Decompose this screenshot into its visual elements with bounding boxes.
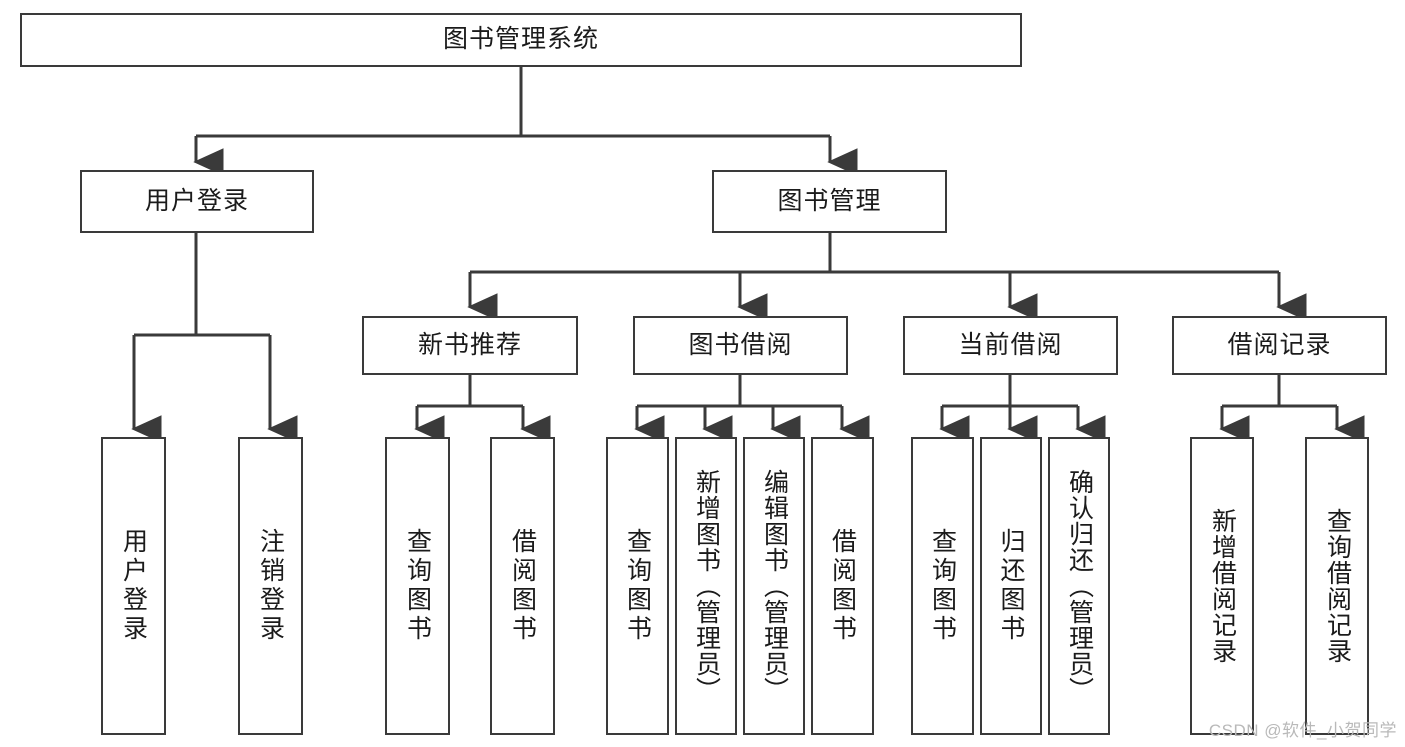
leaf-query-book-1-label: 查询图书 (403, 528, 432, 644)
node-new-book-recommend[interactable]: 新书推荐 (362, 316, 578, 375)
leaf-query-record-label: 查询借阅记录 (1323, 508, 1352, 664)
node-book-borrow[interactable]: 图书借阅 (633, 316, 848, 375)
leaf-add-book-label: 新增图书（管理员） (692, 469, 721, 703)
leaf-return-book[interactable]: 归还图书 (980, 437, 1042, 735)
node-book-borrow-label: 图书借阅 (688, 330, 793, 359)
leaf-query-book-2-label: 查询图书 (623, 528, 652, 644)
csdn-watermark: CSDN @软件_小贺同学 (1208, 721, 1397, 740)
leaf-logout-login[interactable]: 注销登录 (238, 437, 303, 735)
leaf-borrow-book-2-label: 借阅图书 (828, 528, 857, 644)
leaf-query-book-3[interactable]: 查询图书 (911, 437, 974, 735)
leaf-query-book-2[interactable]: 查询图书 (606, 437, 669, 735)
leaf-query-record[interactable]: 查询借阅记录 (1305, 437, 1369, 735)
leaf-confirm-return-label: 确认归还（管理员） (1065, 469, 1094, 703)
leaf-edit-book-label: 编辑图书（管理员） (760, 469, 789, 703)
leaf-user-login[interactable]: 用户登录 (101, 437, 166, 735)
leaf-add-record-label: 新增借阅记录 (1208, 508, 1237, 664)
node-borrow-record-label: 借阅记录 (1227, 330, 1332, 359)
node-root-system-label: 图书管理系统 (442, 25, 599, 54)
leaf-edit-book[interactable]: 编辑图书（管理员） (743, 437, 805, 735)
node-borrow-record[interactable]: 借阅记录 (1172, 316, 1387, 375)
leaf-borrow-book-1[interactable]: 借阅图书 (490, 437, 555, 735)
node-book-manage[interactable]: 图书管理 (712, 170, 947, 233)
node-current-borrow[interactable]: 当前借阅 (903, 316, 1118, 375)
node-current-borrow-label: 当前借阅 (958, 330, 1063, 359)
node-root-system[interactable]: 图书管理系统 (20, 13, 1022, 67)
node-book-manage-label: 图书管理 (777, 186, 882, 215)
node-user-login[interactable]: 用户登录 (80, 170, 314, 233)
leaf-borrow-book-2[interactable]: 借阅图书 (811, 437, 874, 735)
leaf-add-book[interactable]: 新增图书（管理员） (675, 437, 737, 735)
leaf-confirm-return[interactable]: 确认归还（管理员） (1048, 437, 1110, 735)
leaf-return-book-label: 归还图书 (997, 528, 1025, 644)
leaf-query-book-1[interactable]: 查询图书 (385, 437, 450, 735)
node-new-book-recommend-label: 新书推荐 (417, 330, 522, 359)
node-user-login-label: 用户登录 (144, 186, 249, 215)
leaf-user-login-label: 用户登录 (119, 528, 148, 644)
leaf-logout-login-label: 注销登录 (256, 528, 285, 644)
leaf-add-record[interactable]: 新增借阅记录 (1190, 437, 1254, 735)
leaf-borrow-book-1-label: 借阅图书 (508, 528, 537, 644)
leaf-query-book-3-label: 查询图书 (928, 528, 957, 644)
